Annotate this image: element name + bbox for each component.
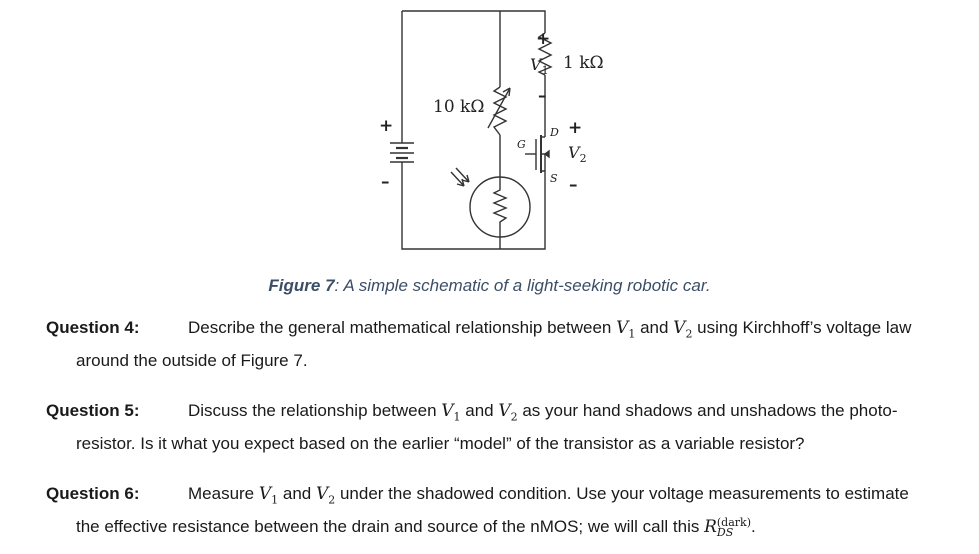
circuit-wires: [401, 10, 546, 250]
question-5-text: as your hand shadows and unshadows the p…: [517, 401, 898, 420]
v1-symbol: V1: [441, 401, 461, 424]
nmos-transistor-icon: [535, 135, 550, 188]
photoresistor-icon: [469, 176, 531, 238]
minus-v1-label: –: [538, 86, 547, 106]
question-4-text: and: [635, 318, 674, 337]
drain-label: D: [549, 126, 559, 139]
question-5: Question 5: Discuss the relationship betw…: [46, 397, 974, 457]
v2-symbol: V2: [315, 484, 336, 507]
v1-label: V1: [530, 55, 549, 77]
pot-arrow-icon: [487, 87, 511, 129]
question-6-label: Question 6:: [46, 484, 140, 503]
figure-caption: Figure 7: A simple schematic of a light-…: [0, 276, 979, 296]
circuit-schematic: + V1 – 1 kΩ 10 kΩ + – G D S + V2 –: [379, 10, 604, 250]
question-4-continuation: around the outside of Figure 7.: [76, 351, 308, 371]
question-6: Question 6: Measure V1 and V2 under the s…: [46, 480, 974, 541]
plus-v2-label: +: [568, 118, 582, 138]
question-6-text: the effective resistance between the dra…: [76, 517, 705, 537]
question-6-continuation: the effective resistance between the dra…: [46, 513, 974, 541]
resistor-1k-label: 1 kΩ: [563, 53, 604, 73]
question-4-text: Describe the general mathematical relati…: [188, 318, 617, 337]
resistor-10k-label: 10 kΩ: [433, 97, 484, 117]
resistor-1k-icon: [537, 32, 553, 76]
gate-label: G: [517, 138, 526, 151]
light-arrows-icon: [450, 167, 470, 187]
question-5-label: Question 5:: [46, 401, 140, 420]
question-6-text: under the shadowed condition. Use your v…: [335, 484, 909, 503]
figure-caption-text: : A simple schematic of a light-seeking …: [334, 276, 711, 295]
figure-caption-label: Figure 7: [268, 276, 335, 295]
question-5-continuation: resistor. Is it what you expect based on…: [76, 434, 805, 454]
plus-v1-label: +: [536, 29, 550, 49]
question-6-text: Measure: [188, 484, 259, 503]
battery-minus-label: –: [381, 172, 390, 192]
question-6-text: and: [278, 484, 316, 503]
question-4: Question 4: Describe the general mathemat…: [46, 314, 974, 374]
v1-symbol: V1: [616, 318, 636, 341]
question-5-text: Discuss the relationship between: [188, 401, 442, 420]
v2-label: V2: [568, 143, 587, 165]
source-label: S: [550, 172, 558, 185]
question-4-label: Question 4:: [46, 318, 140, 337]
question-4-text: using Kirchhoff’s voltage law: [692, 318, 912, 337]
battery-plus-label: +: [379, 116, 393, 136]
question-5-text: and: [460, 401, 499, 420]
minus-v2-label: –: [569, 175, 578, 195]
v1-symbol: V1: [258, 484, 279, 507]
question-6-text: .: [751, 517, 756, 537]
v2-symbol: V2: [498, 401, 518, 424]
rds-dark-symbol: R(dark)DS: [704, 516, 751, 540]
v2-symbol: V2: [673, 318, 693, 341]
battery-icon: [390, 142, 414, 163]
resistor-10k-icon: [492, 86, 508, 136]
